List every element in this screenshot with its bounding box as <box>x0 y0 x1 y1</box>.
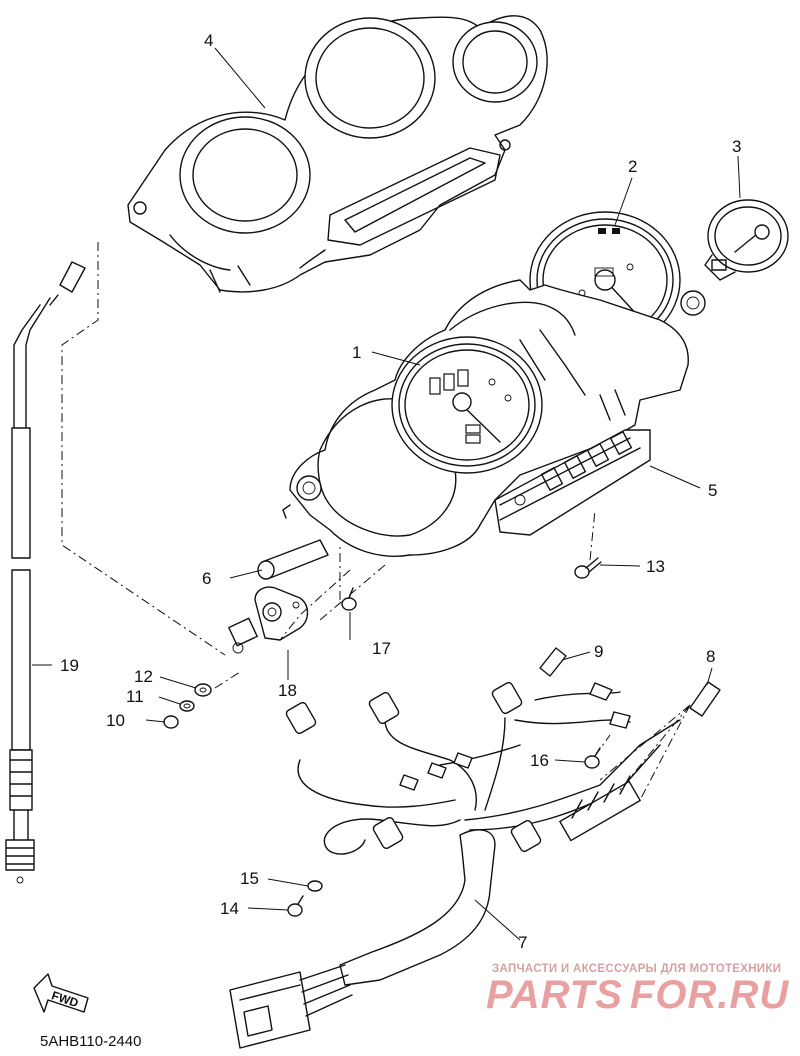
callout-10: 10 <box>106 711 125 730</box>
callout-5: 5 <box>708 481 717 500</box>
callout-11: 11 <box>126 687 144 706</box>
callout-4: 4 <box>204 31 213 50</box>
callout-15: 15 <box>240 869 259 888</box>
callout-1: 1 <box>352 343 361 362</box>
callout-18: 18 <box>278 681 297 700</box>
washer-part-12 <box>194 683 212 697</box>
diagram-part-code: 5AHB110-2440 <box>40 1033 141 1050</box>
assembly-lines <box>61 242 691 801</box>
site-watermark: ЗАПЧАСТИ И АКСЕССУАРЫ ДЛЯ МОТОТЕХНИКИ PA… <box>486 963 789 1017</box>
callout-8: 8 <box>706 647 715 666</box>
screw-part-14 <box>287 895 304 917</box>
callout-19: 19 <box>60 656 79 675</box>
callout-9: 9 <box>594 642 603 661</box>
meter-cover-part-4 <box>127 15 548 293</box>
screw-part-17 <box>341 587 357 611</box>
bulb-part-9 <box>539 647 567 677</box>
washer-part-15 <box>307 880 323 892</box>
callout-7: 7 <box>518 933 527 952</box>
callout-3: 3 <box>732 137 741 156</box>
wire-harness-part-7 <box>229 682 681 1049</box>
speedometer-part-1 <box>391 336 543 474</box>
callout-labels: 1 2 3 4 5 6 7 8 9 10 11 12 13 14 15 16 1… <box>60 31 741 952</box>
callout-16: 16 <box>530 751 549 770</box>
indicator-gauge-part-3 <box>704 199 789 281</box>
speedometer-cable-part-19 <box>5 261 86 884</box>
indicator-panel-part-5 <box>494 429 651 536</box>
watermark-tagline: ЗАПЧАСТИ И АКСЕССУАРЫ ДЛЯ МОТОТЕХНИКИ <box>492 963 781 975</box>
leader-lines <box>32 47 741 941</box>
callout-13: 13 <box>646 557 665 576</box>
fwd-label: FWD <box>50 988 81 1010</box>
screw-part-10 <box>163 715 179 729</box>
callout-2: 2 <box>628 157 637 176</box>
screw-part-13 <box>574 557 602 579</box>
meter-gear-unit-part-18 <box>228 586 309 654</box>
callout-12: 12 <box>134 667 153 686</box>
watermark-brand-right: FOR.RU <box>630 973 789 1017</box>
forward-direction-arrow: FWD <box>33 973 89 1013</box>
washer-part-11 <box>179 700 195 712</box>
bulb-socket-part-6 <box>257 539 329 580</box>
watermark-brand-left: PARTS <box>486 973 623 1017</box>
callout-17: 17 <box>372 639 391 658</box>
callout-6: 6 <box>202 569 211 588</box>
screw-part-16 <box>584 747 601 769</box>
bulb-part-8 <box>689 681 721 717</box>
callout-14: 14 <box>220 899 239 918</box>
